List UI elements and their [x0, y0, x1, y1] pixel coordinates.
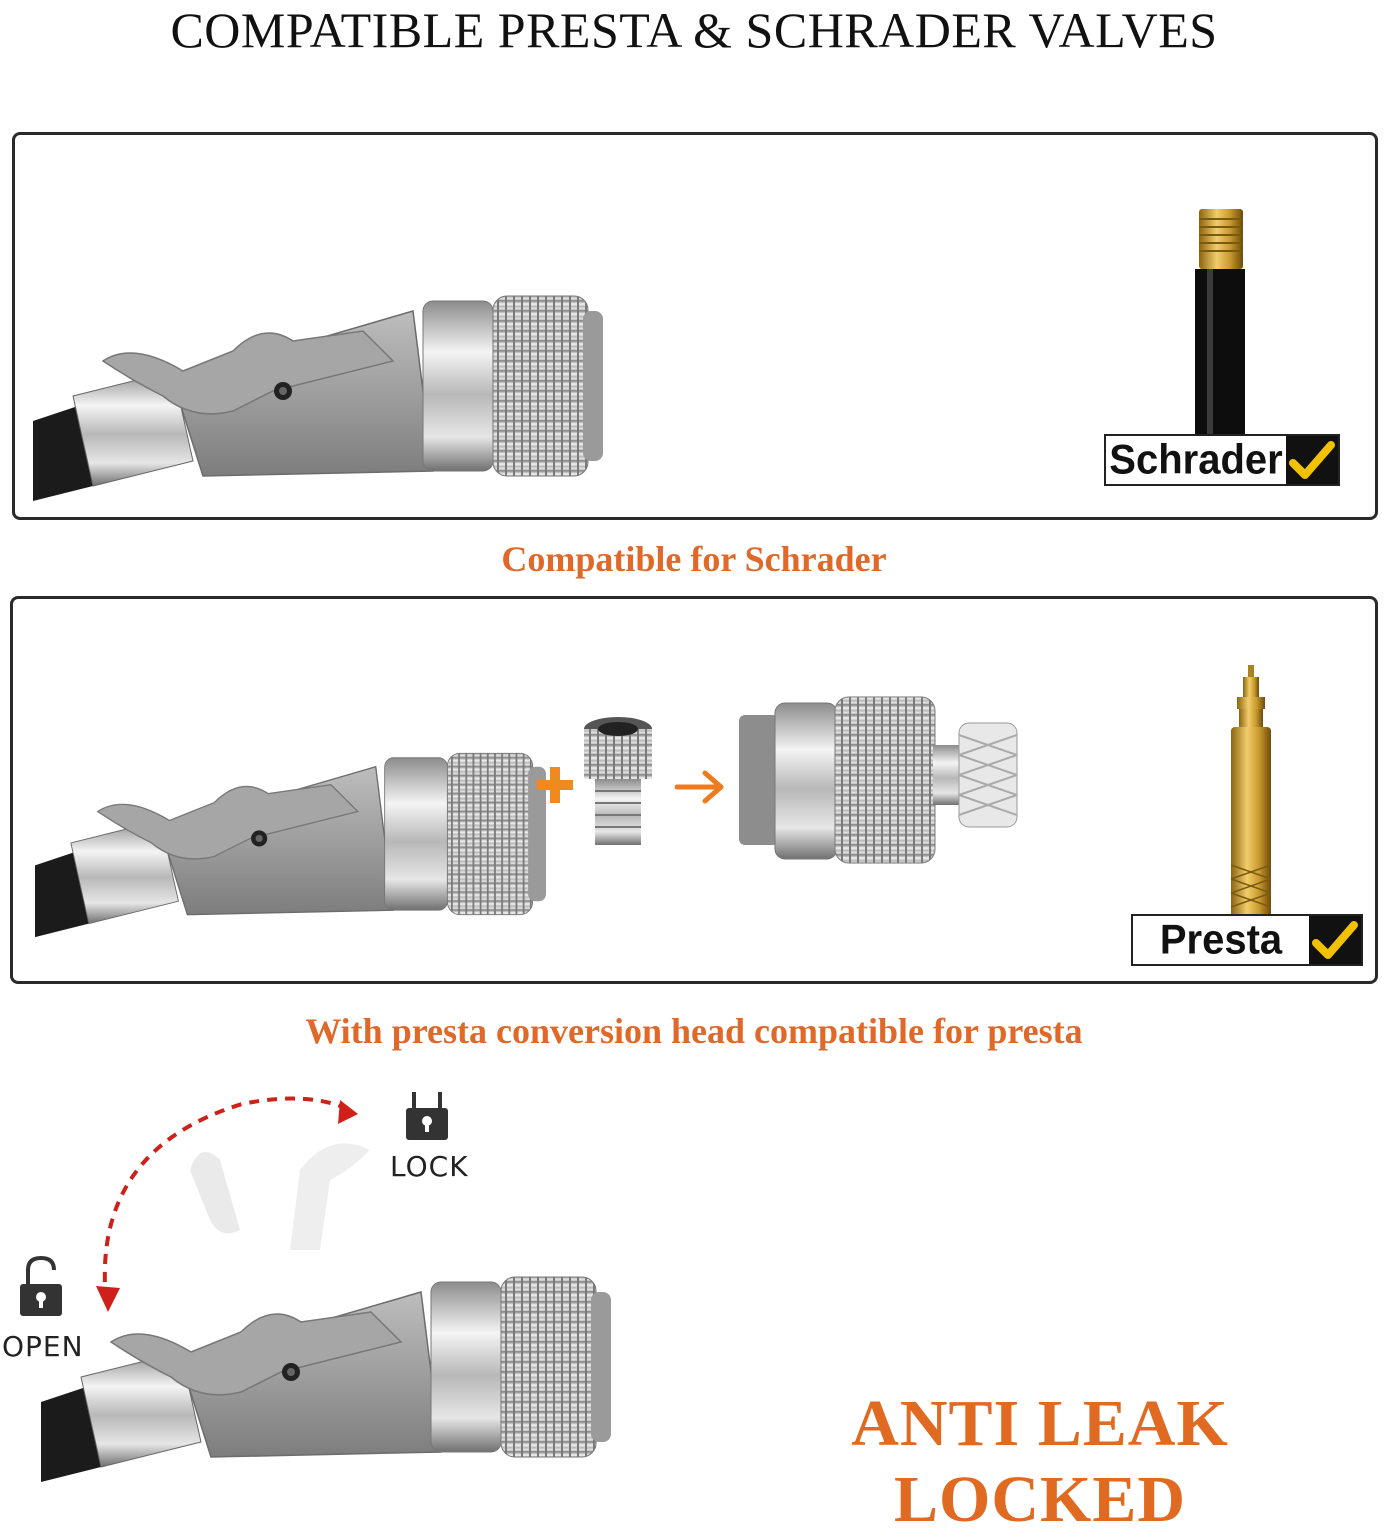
lever-ghost-image [190, 1143, 370, 1250]
open-label: OPEN [2, 1330, 84, 1363]
dashed-arc-arrow-icon [96, 1096, 358, 1312]
schrader-badge: Schrader [1104, 434, 1340, 486]
schrader-valve-image [1195, 209, 1245, 439]
padlock-closed-icon [406, 1092, 448, 1140]
pump-with-adapter-image [739, 696, 1018, 864]
plus-icon [537, 767, 573, 803]
presta-badge: Presta [1131, 914, 1363, 966]
anti-leak-headline: ANTI LEAK LOCKED [851, 1387, 1229, 1536]
arrow-right-icon [674, 770, 724, 804]
pump-head-image [33, 295, 604, 502]
presta-caption: With presta conversion head compatible f… [305, 1011, 1083, 1051]
pump-head-image [35, 752, 547, 938]
lock-label: LOCK [390, 1150, 469, 1183]
schrader-panel: Schrader [12, 132, 1378, 520]
pump-head-locked-image [40, 1276, 612, 1483]
page-title: COMPATIBLE PRESTA & SCHRADER VALVES [170, 2, 1218, 58]
padlock-open-icon [20, 1256, 62, 1316]
presta-badge-label: Presta [1159, 916, 1283, 963]
presta-valve-image [1230, 665, 1272, 919]
schrader-caption: Compatible for Schrader [501, 539, 887, 579]
checkmark-icon [1309, 916, 1361, 964]
checkmark-icon [1286, 436, 1338, 484]
schrader-badge-label: Schrader [1109, 436, 1283, 483]
presta-adapter-image [584, 717, 652, 845]
presta-panel: Presta [10, 596, 1378, 984]
